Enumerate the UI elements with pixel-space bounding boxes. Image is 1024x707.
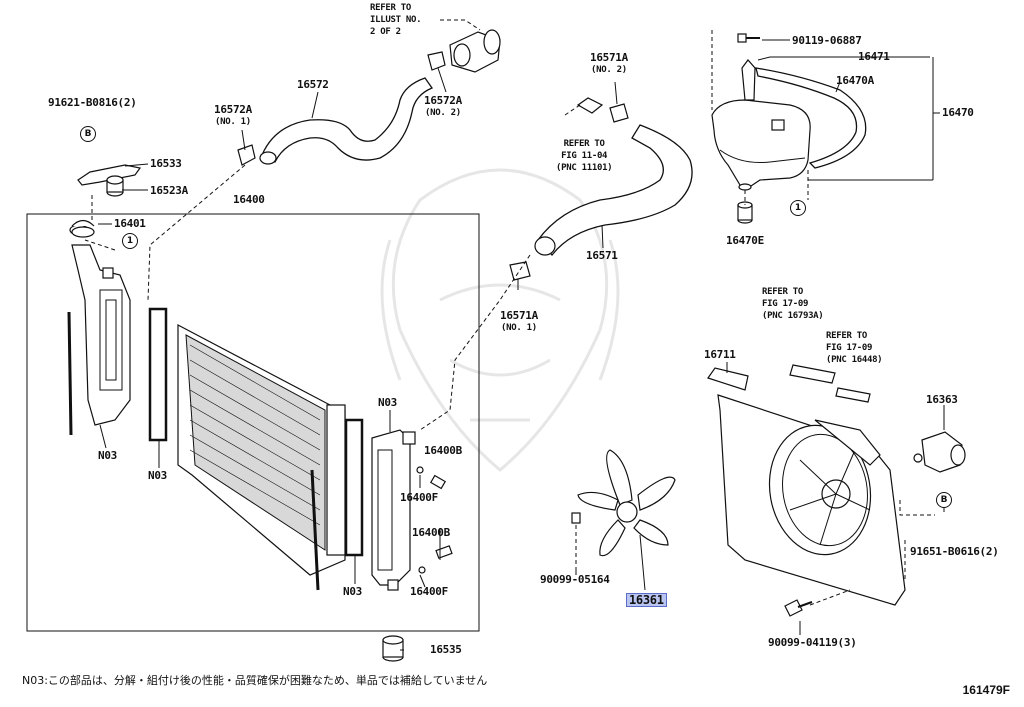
callout-16535: 16535 bbox=[430, 643, 462, 656]
callout-16400: 16400 bbox=[233, 193, 265, 206]
callout-lines bbox=[98, 39, 945, 651]
pipe-11101 bbox=[576, 97, 604, 114]
fan-blade-16361 bbox=[577, 449, 676, 557]
fan-motor-16363 bbox=[913, 431, 966, 473]
clamp-16572A-1 bbox=[237, 144, 256, 166]
callout-16572: 16572 bbox=[297, 78, 329, 91]
callout-16400F-1: 16400F bbox=[400, 491, 438, 504]
callout-90099-04119: 90099-04119(3) bbox=[768, 636, 857, 649]
marker-1-reservoir: 1 bbox=[790, 200, 806, 216]
gasket-left bbox=[148, 307, 168, 442]
bracket-16533 bbox=[77, 164, 142, 186]
inlet-pipe bbox=[449, 29, 501, 73]
clamp-16571A-2 bbox=[609, 103, 629, 123]
callout-91651: 91651-B0616(2) bbox=[910, 545, 999, 558]
gasket-right bbox=[344, 418, 364, 557]
upper-hose-16572 bbox=[259, 77, 433, 165]
callout-16361[interactable]: 16361 bbox=[626, 593, 667, 607]
callout-16470E: 16470E bbox=[726, 234, 764, 247]
radiator-tank-right bbox=[371, 429, 416, 591]
radiator-core bbox=[177, 324, 346, 576]
seal-strip-right bbox=[310, 469, 320, 591]
callout-16533: 16533 bbox=[150, 157, 182, 170]
callout-16572A-2: 16572A(NO. 2) bbox=[424, 94, 462, 119]
callout-16571: 16571 bbox=[586, 249, 618, 262]
callout-16400B-2: 16400B bbox=[412, 526, 450, 539]
bolt-90119 bbox=[737, 33, 760, 43]
o-ring-16400F bbox=[416, 466, 424, 474]
cushion-16523A bbox=[106, 175, 124, 197]
callout-16401: 16401 bbox=[114, 217, 146, 230]
callout-16711: 16711 bbox=[704, 348, 736, 361]
callout-16571A-1: 16571A(NO. 1) bbox=[500, 309, 538, 334]
callout-16571A-2: 16571A(NO. 2) bbox=[590, 51, 628, 76]
leader-lines bbox=[84, 19, 935, 606]
marker-b-2: B bbox=[936, 492, 952, 508]
reservoir-tank-16470 bbox=[711, 59, 811, 191]
radiator-cap-16401 bbox=[71, 219, 95, 238]
callout-16523A: 16523A bbox=[150, 184, 188, 197]
fan-shroud-16711 bbox=[707, 367, 906, 606]
cushion-16470E bbox=[737, 201, 753, 224]
o-ring-16400F-2 bbox=[418, 566, 426, 574]
callout-n03-gasket-left: N03 bbox=[148, 469, 167, 482]
callout-n03-gasket-right: N03 bbox=[343, 585, 362, 598]
seal-strip-left bbox=[67, 311, 73, 436]
marker-b-1: B bbox=[80, 126, 96, 142]
footnote: N03:この部品は、分解・組付け後の性能・品質確保が困難なため、単品では補給して… bbox=[22, 674, 488, 687]
overflow-hose-16470A bbox=[755, 67, 867, 169]
callout-16400F-2: 16400F bbox=[410, 585, 448, 598]
callout-16470: 16470 bbox=[942, 106, 974, 119]
nut-90099-05164 bbox=[571, 512, 581, 524]
lower-hose-16571 bbox=[534, 124, 693, 256]
callout-16471: 16471 bbox=[858, 50, 890, 63]
callout-16470A: 16470A bbox=[836, 74, 874, 87]
callout-n03-tank-right: N03 bbox=[378, 396, 397, 409]
drain-cock-16400B bbox=[429, 474, 447, 490]
callout-16572A-1: 16572A(NO. 1) bbox=[214, 103, 252, 128]
radiator-tank-left bbox=[69, 224, 131, 426]
callout-90119: 90119-06887 bbox=[792, 34, 862, 47]
drain-plug-16400B bbox=[435, 545, 453, 559]
clamp-16572A-2 bbox=[427, 51, 446, 71]
radiator-assembly-frame bbox=[26, 213, 480, 632]
callout-n03-tank-left: N03 bbox=[98, 449, 117, 462]
marker-1-radiator: 1 bbox=[122, 233, 138, 249]
callout-91621: 91621-B0816(2) bbox=[48, 96, 137, 109]
connector-plates bbox=[789, 364, 871, 403]
callout-90099-05164: 90099-05164 bbox=[540, 573, 610, 586]
clamp-16571A-1 bbox=[509, 261, 531, 281]
bolt-90099-04119 bbox=[784, 599, 813, 617]
radiator-support-16535 bbox=[382, 635, 404, 662]
callout-16400B-1: 16400B bbox=[424, 444, 462, 457]
illustration-code: 161479F bbox=[962, 683, 1010, 697]
watermark-emblem bbox=[380, 168, 620, 472]
callout-16363: 16363 bbox=[926, 393, 958, 406]
